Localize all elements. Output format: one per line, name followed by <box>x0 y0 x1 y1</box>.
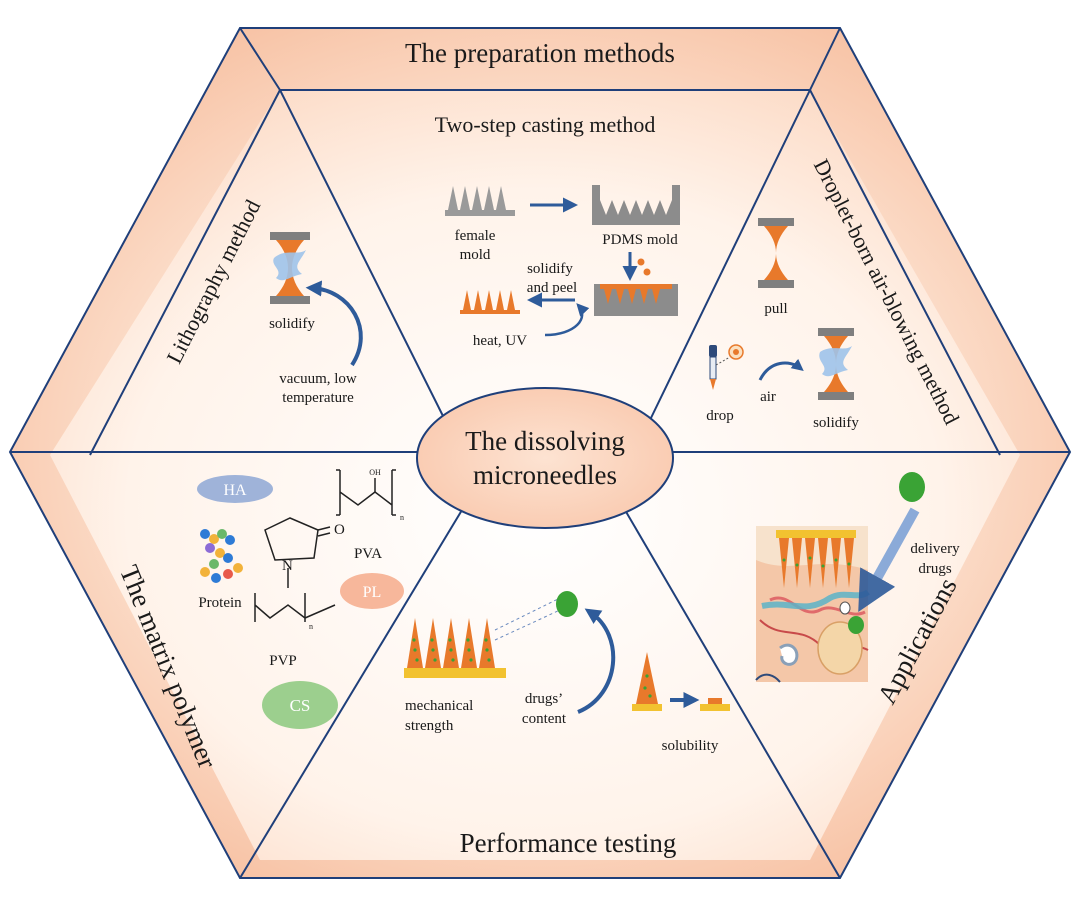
center-title-line1: The dissolving <box>465 426 625 456</box>
skin-illustration <box>755 526 870 683</box>
vacuum-label: vacuum, low <box>279 371 357 387</box>
zoom-line-top <box>494 597 561 631</box>
applications-section: delivery drugs <box>755 472 960 683</box>
female-mold-icon <box>445 186 515 216</box>
cs-label: CS <box>290 696 311 715</box>
mechanical-label-2: strength <box>405 718 454 734</box>
drug-particle-icon <box>556 591 578 617</box>
solidify-peel-label-2: and peel <box>527 280 577 296</box>
droplet-solidify-icon <box>818 328 854 400</box>
oh-label: OH <box>369 468 381 477</box>
mechanical-label: mechanical <box>405 698 473 714</box>
female-mold-label: female <box>455 228 496 244</box>
ha-badge <box>197 475 273 503</box>
air-label: air <box>760 389 776 405</box>
pva-label: PVA <box>354 546 382 562</box>
protein-label: Protein <box>198 595 242 611</box>
pl-badge <box>340 573 404 609</box>
casting-section: female mold PDMS mold solidify and peel <box>445 185 680 349</box>
droplet-icon-2 <box>643 268 651 276</box>
droplet-icon <box>637 258 645 266</box>
solidify-peel-label: solidify <box>527 261 573 277</box>
outer-title-bottom: Performance testing <box>460 828 677 858</box>
solubility-label: solubility <box>662 738 719 754</box>
center-ellipse <box>416 387 674 529</box>
ha-label: HA <box>223 482 247 499</box>
curved-arrow-air <box>758 358 804 381</box>
heat-uv-label: heat, UV <box>473 333 527 349</box>
lithography-section: solidify vacuum, low temperature <box>269 232 363 406</box>
drop-label: drop <box>706 408 734 424</box>
pl-label: PL <box>363 584 382 601</box>
n-atom-label: N <box>282 558 293 574</box>
curved-arrow-heat <box>544 303 590 337</box>
delivery-label: delivery <box>910 541 960 557</box>
division-lines <box>10 27 1070 879</box>
drugs-content-label: drugs’ <box>525 691 563 707</box>
pvp-structure <box>254 517 336 622</box>
pvp-label: PVP <box>269 653 297 669</box>
curved-arrow-drugs <box>577 608 616 714</box>
pvp-n-label: n <box>309 622 313 631</box>
performance-section: mechanical strength drugs’ content solub… <box>404 591 730 754</box>
pdms-mold-label: PDMS mold <box>602 232 678 248</box>
lithography-mold-icon <box>270 232 310 304</box>
female-mold-label-2: mold <box>460 247 491 263</box>
dissolved-needle-icon <box>700 698 730 711</box>
drugs-content-label-2: content <box>522 711 567 727</box>
mechanical-needles-icon <box>404 618 506 678</box>
filled-mold-icon <box>594 284 678 316</box>
o-atom-label: O <box>334 522 345 538</box>
dropper-icon <box>709 344 744 390</box>
pull-label: pull <box>764 301 787 317</box>
drug-icon-large <box>899 472 925 502</box>
cs-badge <box>262 681 338 729</box>
vacuum-label-2: temperature <box>282 390 354 406</box>
pva-structure <box>336 469 396 516</box>
outer-title-top: The preparation methods <box>405 38 675 68</box>
single-needle-icon <box>632 652 662 711</box>
inner-title-casting: Two-step casting method <box>435 112 656 137</box>
pdms-mold-icon <box>592 185 680 225</box>
curved-arrow-vacuum <box>305 280 363 367</box>
delivery-label-2: drugs <box>918 561 951 577</box>
protein-icon <box>200 529 243 583</box>
orange-needles-icon <box>460 290 520 314</box>
arrow-delivery <box>858 507 920 612</box>
droplet-solidify-label: solidify <box>813 415 859 431</box>
polymer-section: HA OH n PVA Protein <box>197 468 404 729</box>
lithography-solidify-label: solidify <box>269 316 315 332</box>
pva-n-label: n <box>400 513 404 522</box>
droplet-section: pull drop air solidify <box>706 218 859 431</box>
center-title-line2: microneedles <box>473 460 617 490</box>
pull-icon <box>758 218 794 288</box>
